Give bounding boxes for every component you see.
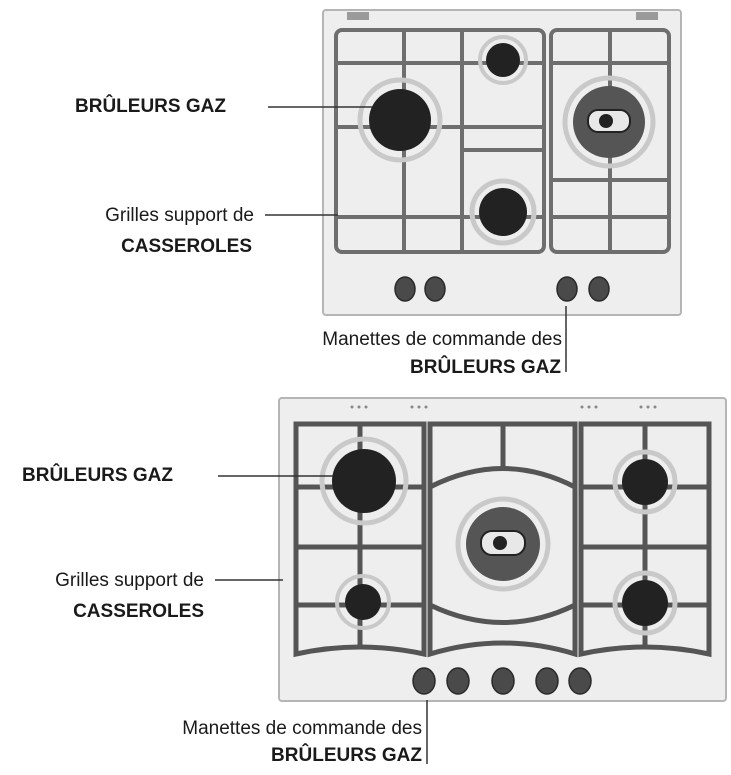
burner-ring [455,496,551,592]
pan-support-grid [334,28,671,254]
burner-ring [562,75,656,169]
burner-medium [622,459,668,505]
burner-ring [612,570,678,636]
burner-small [345,584,381,620]
control-knob [424,276,446,302]
knob-symbols [350,405,657,409]
hob-hinge-left [347,12,369,20]
label-pan-supports-line2: CASSEROLES [121,236,252,257]
hob-hinge-right [636,12,658,20]
label-pan-supports-line1: Grilles support de [105,205,254,226]
burner-large [369,89,431,151]
burner-ring [357,77,443,163]
control-knob [588,276,610,302]
burner-wok-center [599,114,613,128]
hob-four-burners [322,9,682,316]
control-knob [556,276,578,302]
label-burner-controls-line2: BRÛLEURS GAZ [410,357,561,378]
burner-medium [479,188,527,236]
control-knob [446,667,470,695]
control-knob [412,667,436,695]
leader-lines-hob1 [265,106,567,372]
label-burner-controls-line1: Manettes de commande des [182,718,422,739]
burner-small [486,43,520,77]
label-gas-burners: BRÛLEURS GAZ [75,96,226,117]
control-knob [568,667,592,695]
burner-wok-center [493,536,507,550]
label-pan-supports-line2: CASSEROLES [73,601,204,622]
gas-burners [319,436,678,636]
hob-surface [322,9,682,316]
burner-large [332,449,396,513]
burner-ring [478,35,528,85]
leader-lines-hob2 [215,475,428,764]
burner-ring [335,574,391,630]
burner-ring [469,178,537,246]
label-gas-burners: BRÛLEURS GAZ [22,465,173,486]
control-knob [491,667,515,695]
burner-ring [319,436,409,526]
label-burner-controls-line2: BRÛLEURS GAZ [271,745,422,766]
burner-ring [612,449,678,515]
control-knob [535,667,559,695]
burner-medium [622,580,668,626]
hob-five-burners [278,397,727,702]
control-knobs [394,276,610,302]
label-burner-controls-line1: Manettes de commande des [322,329,562,350]
label-pan-supports-line1: Grilles support de [55,570,204,591]
gas-burners [357,35,656,246]
control-knob [394,276,416,302]
control-knobs [412,667,592,695]
